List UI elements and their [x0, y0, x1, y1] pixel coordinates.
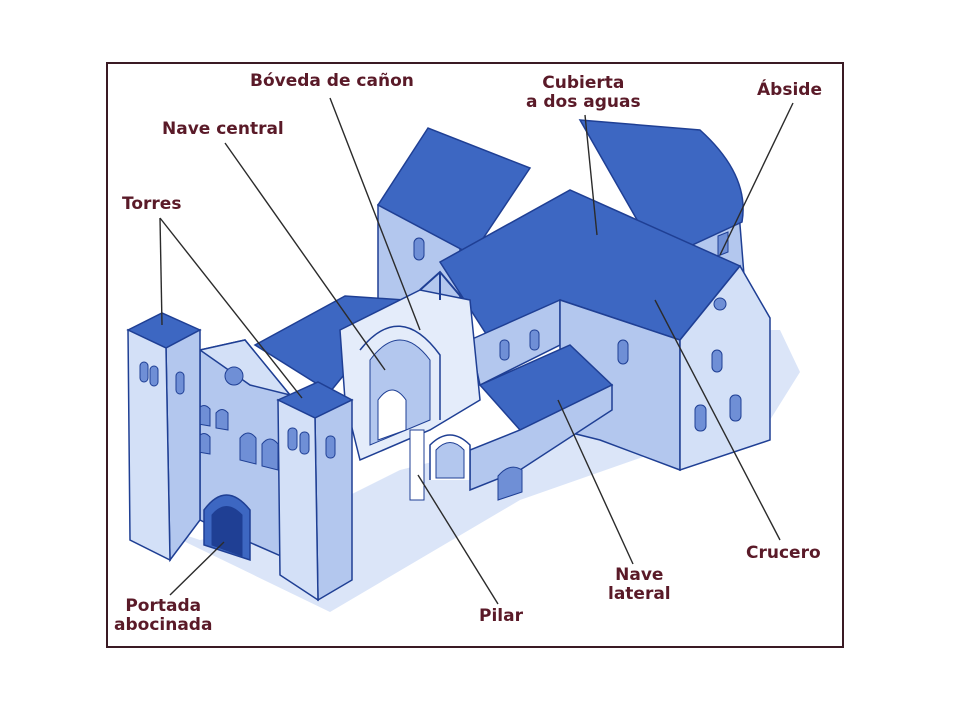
label-nave-lateral-line2: lateral	[608, 584, 671, 604]
label-cubierta-a-dos-aguas: Cubierta a dos aguas	[526, 74, 641, 112]
transept-window	[729, 394, 742, 422]
tower-window	[149, 365, 159, 387]
label-abside: Ábside	[757, 80, 822, 100]
left-tower-side	[127, 328, 171, 562]
apse-roof	[578, 119, 744, 261]
leader-crucero	[654, 299, 781, 541]
clerestory-window	[529, 329, 540, 351]
leader-torres-a	[159, 217, 163, 326]
transept-oculus	[713, 297, 727, 311]
label-cubierta-line1: Cubierta	[542, 73, 625, 93]
tower-window	[175, 371, 185, 395]
left-tower-front	[165, 328, 201, 563]
transept-window	[617, 339, 629, 365]
tower-window	[287, 427, 298, 451]
label-portada-abocinada: Portada abocinada	[114, 597, 212, 635]
label-crucero: Crucero	[746, 543, 821, 563]
interior-arch	[377, 389, 407, 441]
right-tower-side	[277, 398, 319, 602]
label-torres: Torres	[122, 194, 182, 214]
portal-door	[211, 506, 243, 557]
label-boveda-de-canon: Bóveda de cañon	[250, 71, 414, 91]
right-tower-front	[314, 398, 353, 602]
tower-window	[299, 431, 310, 455]
tower-window	[325, 435, 336, 459]
apse-window	[717, 231, 729, 257]
label-cubierta-line2: a dos aguas	[526, 92, 641, 112]
label-portada-line2: abocinada	[114, 615, 213, 635]
label-portada-line1: Portada	[125, 596, 202, 616]
leader-nave-lateral	[557, 399, 634, 565]
leader-boveda	[329, 97, 421, 331]
aisle-arch-back	[435, 442, 465, 479]
barrel-vault	[359, 325, 441, 420]
clerestory-window	[499, 339, 510, 361]
leader-abside	[719, 102, 794, 256]
transept-window	[711, 349, 723, 373]
label-nave-central: Nave central	[162, 119, 284, 139]
rose-window	[224, 366, 244, 386]
transept-window	[694, 404, 707, 432]
leader-torres-b	[159, 217, 303, 399]
leader-cubierta	[584, 114, 598, 236]
leader-pilar	[417, 474, 499, 605]
left-transept-window	[413, 237, 425, 261]
aisle-door	[497, 466, 523, 501]
leader-portada	[169, 541, 225, 596]
label-pilar: Pilar	[479, 606, 523, 626]
left-transept-roof	[376, 127, 532, 256]
label-nave-lateral-line1: Nave	[615, 565, 664, 585]
leader-nave-central	[224, 142, 386, 371]
pillar	[409, 429, 425, 501]
tower-window	[139, 361, 149, 383]
label-nave-lateral: Nave lateral	[608, 566, 671, 604]
